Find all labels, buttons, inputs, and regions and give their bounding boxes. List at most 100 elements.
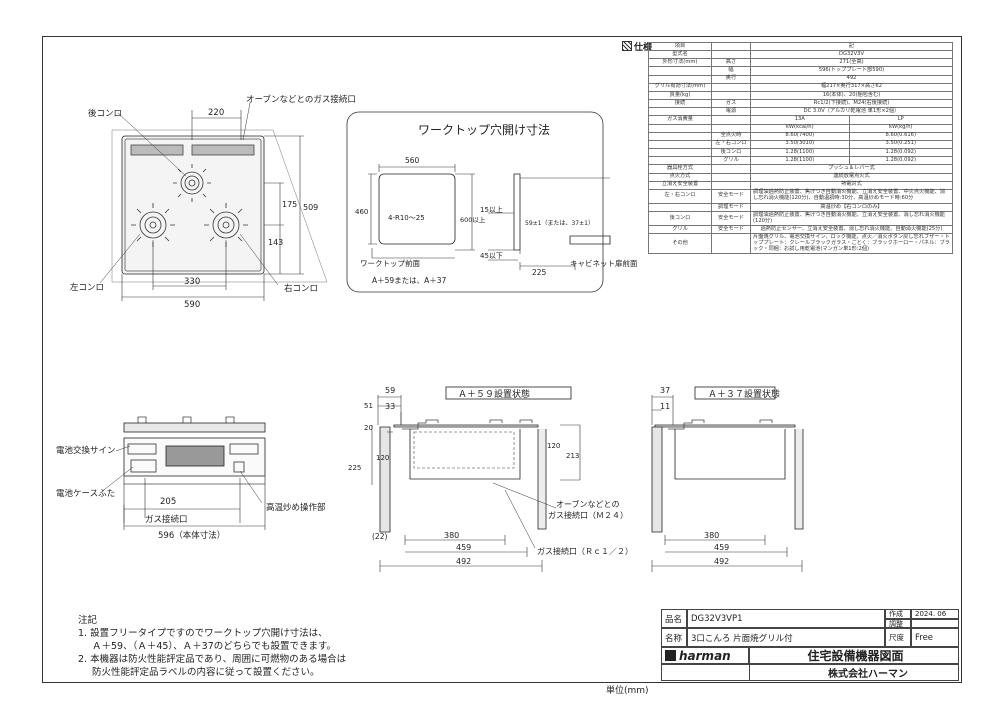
top-view — [99, 102, 328, 301]
dim-560: 560 — [405, 156, 420, 165]
spec-cell-value: 過熱防止センサー、立消え安全装置、消し忘れ消火機能、自動消火機能(25分) — [750, 225, 953, 235]
cutout-panel — [346, 111, 604, 293]
spec-cell-item — [648, 107, 712, 117]
dim-459-a37: 459 — [714, 543, 729, 552]
spec-cell-item: 左・右コンロ — [648, 188, 712, 204]
drawing-frame — [42, 36, 962, 683]
spec-cell-item: 器具栓方式 — [648, 164, 712, 174]
tb-company: 株式会社ハーマン — [749, 664, 959, 681]
label-a59-or-a37: A＋59または、A＋37 — [372, 276, 447, 285]
label-high-temp-control: 高温炒め操作部 — [266, 502, 326, 513]
rear-burner — [173, 164, 211, 202]
spec-cell-value: 高温炒め【右コンロのみ】 — [750, 202, 953, 213]
notes: 注記 1. 設置フリータイプですのでワークトップ穴開け寸法は、 Ａ＋59、（Ａ＋… — [78, 614, 346, 679]
dim-225-cutout: 225 — [532, 268, 547, 277]
dim-175: 175 — [282, 200, 297, 209]
dim-33: 33 — [385, 402, 395, 411]
note-1: 1. 設置フリータイプですのでワークトップ穴開け寸法は、 — [78, 628, 328, 639]
spec-cell-item: 質量(kg) — [648, 90, 712, 101]
spec-cell-item — [648, 139, 712, 150]
spec-cell-sub: ガス — [711, 99, 751, 109]
spec-cell-sub — [711, 115, 751, 125]
tb-hinmei-label: 品名 — [661, 609, 687, 628]
dim-205: 205 — [160, 497, 176, 507]
side-view-a59 — [371, 386, 581, 572]
grill-door — [165, 445, 225, 467]
spec-heading: 仕様 — [622, 40, 652, 53]
spec-cell-sub: 安全モード — [711, 211, 751, 227]
a37-title: Ａ＋３７設置状態 — [708, 388, 780, 400]
spec-cell-item — [648, 202, 712, 213]
dim-37: 37 — [660, 386, 670, 395]
label-gas-connect-front: ガス接続口 — [145, 514, 188, 525]
label-oven-gas-connect: オーブンなどとのガス接続口 — [246, 94, 356, 105]
cutout-radius: 4-R10～25 — [388, 214, 425, 222]
spec-cell-value: 3.50(3010) — [750, 139, 850, 150]
spec-cell-item: 後コンロ — [648, 211, 712, 227]
dim-51: 51 — [364, 402, 373, 410]
side-view-a37 — [651, 386, 804, 572]
spec-row: 質量(kg)16(本体)、20(梱包含む) — [648, 90, 953, 101]
spec-cell-value: 幅217×奥行317×高さ62 — [750, 82, 953, 92]
spec-row: 器具栓方式プッシュ＆レバー式 — [648, 164, 953, 174]
spec-cell-value: 片面焼グリル、電池交換サイン、ロック機能、点火／消火ボタン戻し忘れブザー・トップ… — [750, 233, 953, 255]
spec-cell-value: 8.60(0.616) — [848, 131, 954, 141]
spec-cell-item: 点火方式 — [648, 172, 712, 182]
dim-143: 143 — [268, 238, 283, 247]
spec-row: 項目記 — [648, 41, 953, 52]
spec-row: 後コンロ安全モード調理油過熱防止装置、焦げつき自動消火機能、立消え安全装置、消し… — [648, 211, 953, 227]
spec-cell-sub: 幅 — [711, 66, 751, 76]
note-2b: 防火性能評定品ラベルの内容に従って設置ください。 — [92, 667, 320, 678]
brand-mark-icon — [665, 650, 676, 661]
label-cabinet-front: キャビネット扉前面 — [570, 258, 638, 268]
spec-row: 型式名 DG32V3V — [648, 50, 953, 60]
spec-cell-item: その他 — [648, 233, 712, 255]
a59-title: Ａ＋５９設置状態 — [458, 388, 530, 400]
spec-cell-value: 1.28(0.092) — [848, 156, 954, 166]
dim-45: 45以下 — [480, 252, 503, 260]
spec-row: その他 片面焼グリル、電池交換サイン、ロック機能、点火／消火ボタン戻し忘れブザー・… — [648, 233, 953, 255]
spec-cell-value: kW(kcal/h) — [750, 123, 850, 133]
spec-cell-sub: グリル — [711, 156, 751, 166]
dim-460: 460 — [355, 208, 368, 216]
spec-cell-item: 型式名 — [648, 50, 712, 60]
spec-cell-sub — [711, 172, 751, 182]
spec-cell-value: DG32V3V — [750, 50, 953, 60]
spec-row: 左・右コンロ安全モード調理油過熱防止装置、焦げつき自動消火機能、立消え安全装置、… — [648, 188, 953, 204]
spec-row: kW(kcal/h)kW(kg/h) — [648, 123, 954, 133]
spec-cell-value: 熱電対式 — [750, 180, 953, 190]
spec-cell-value: 596(トッププレート部590) — [750, 66, 953, 76]
label-oven-gas-2: ガス接続口（Ｍ２４） — [548, 510, 628, 520]
tb-shakudo-label: 尺度 — [885, 628, 911, 647]
spec-row: グリル安全モード過熱防止センサー、立消え安全装置、消し忘れ消火機能、自動消火機能… — [648, 225, 953, 235]
spec-cell-item — [648, 148, 712, 158]
dim-a59-37: 59±1（または、37±1） — [525, 220, 594, 227]
spec-cell-item: 立消え安全装置 — [648, 180, 712, 190]
spec-cell-value: 調理油過熱防止装置、焦げつき自動消火機能、立消え安全装置、中火点火機能、消し忘れ… — [750, 188, 953, 204]
tb-meisho: 3口こんろ 片面焼グリル付 — [687, 628, 885, 647]
spec-cell-value: 連続放電点火式 — [750, 172, 953, 182]
dim-120-left: 120 — [376, 454, 389, 462]
spec-cell-value: 13A — [750, 115, 850, 125]
spec-row: 立消え安全装置 熱電対式 — [648, 180, 953, 190]
top-plate — [121, 135, 265, 275]
spec-row: 調理モード高温炒め【右コンロのみ】 — [648, 202, 953, 213]
spec-cell-sub: 調理モード — [711, 202, 751, 213]
label-left-burner: 左コンロ — [70, 282, 104, 293]
spec-cell-value: Rc1/2(下接続)、M24(右後接続) — [750, 99, 953, 109]
spec-cell-item: 接続 — [648, 99, 712, 109]
tb-shakudo: Free — [911, 628, 959, 647]
spec-row: グリル有効寸法(mm)幅217×奥行317×高さ62 — [648, 82, 953, 92]
dim-380-a59: 380 — [444, 531, 459, 540]
dim-330: 330 — [184, 277, 200, 287]
cutout-drawing — [368, 164, 611, 270]
dim-590: 590 — [184, 300, 200, 310]
tb-meisho-label: 名称 — [661, 628, 687, 647]
